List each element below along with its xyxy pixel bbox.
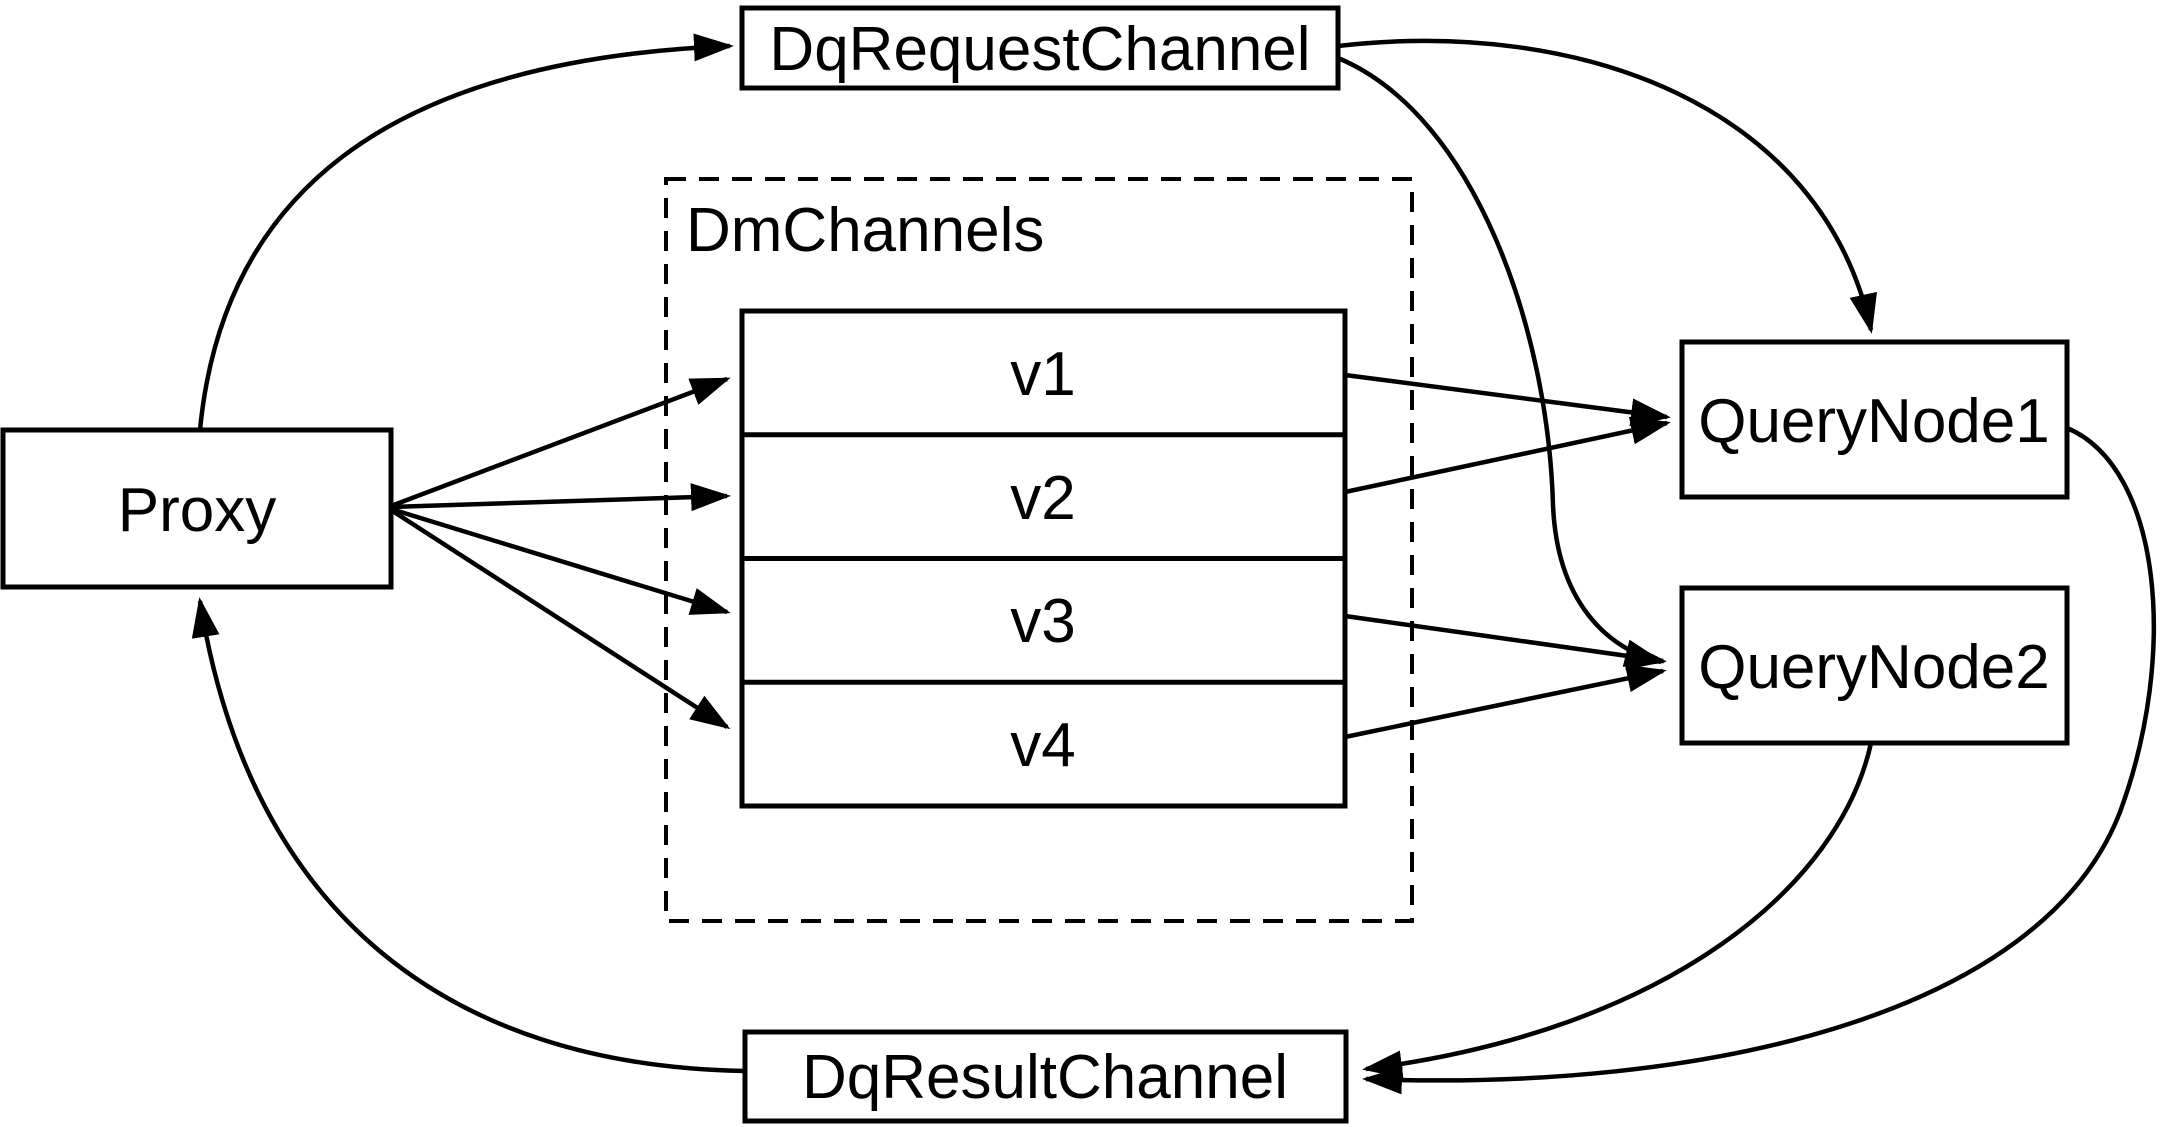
channel-row-v2-label: v2 — [1010, 464, 1075, 533]
edge-dq-request-channel-to-query-node-1 — [1337, 38, 1877, 334]
dq-request-channel-box — [739, 5, 1341, 91]
edge-proxy-to-v3 — [390, 506, 731, 615]
edge-proxy-to-dq-request-channel — [197, 33, 734, 431]
node-dq-request-channel: DqRequestChannel — [739, 5, 1341, 91]
node-dq-result-channel: DqResultChannel — [742, 1029, 1349, 1124]
edge-query-node-1-to-dq-result-channel — [1362, 425, 2156, 1095]
edge-v3-to-query-node-2 — [1344, 613, 1667, 670]
node-query-node-2: QueryNode2 — [1679, 585, 2070, 746]
proxy-box — [0, 427, 394, 590]
dq-result-channel-box — [742, 1029, 1349, 1124]
edge-v4-to-query-node-2 — [1344, 664, 1667, 740]
edge-proxy-to-v1 — [390, 376, 731, 509]
edge-dq-result-channel-to-proxy — [191, 597, 746, 1074]
group-dm-channels: DmChannels — [664, 177, 1414, 923]
query-node-2-box — [1679, 585, 2070, 746]
channel-row-v4-label: v4 — [1010, 711, 1075, 780]
dm-channels-group-label: DmChannels — [686, 196, 1044, 265]
query-node-1-box — [1679, 339, 2070, 500]
node-proxy: Proxy — [0, 427, 394, 590]
proxy-label: Proxy — [118, 476, 276, 545]
edge-v2-to-query-node-1 — [1344, 416, 1671, 495]
edges — [191, 33, 2156, 1095]
dq-result-channel-label: DqResultChannel — [802, 1043, 1288, 1112]
dq-request-channel-label: DqRequestChannel — [769, 15, 1310, 84]
channel-table: v1 v2 v3 v4 — [739, 308, 1348, 809]
edge-query-node-2-to-dq-result-channel — [1362, 742, 1874, 1079]
query-node-1-label: QueryNode1 — [1698, 387, 2050, 456]
channel-row-v3-label: v3 — [1010, 587, 1075, 656]
edge-v1-to-query-node-1 — [1344, 372, 1671, 427]
edge-dq-request-channel-to-query-node-2 — [1337, 55, 1665, 667]
edge-proxy-to-v4 — [389, 508, 731, 730]
node-query-node-1: QueryNode1 — [1679, 339, 2070, 500]
channel-row-v1-label: v1 — [1010, 340, 1075, 409]
dm-channels-group-border — [664, 177, 1414, 923]
edge-proxy-to-v2 — [390, 483, 731, 512]
query-node-2-label: QueryNode2 — [1698, 633, 2050, 702]
